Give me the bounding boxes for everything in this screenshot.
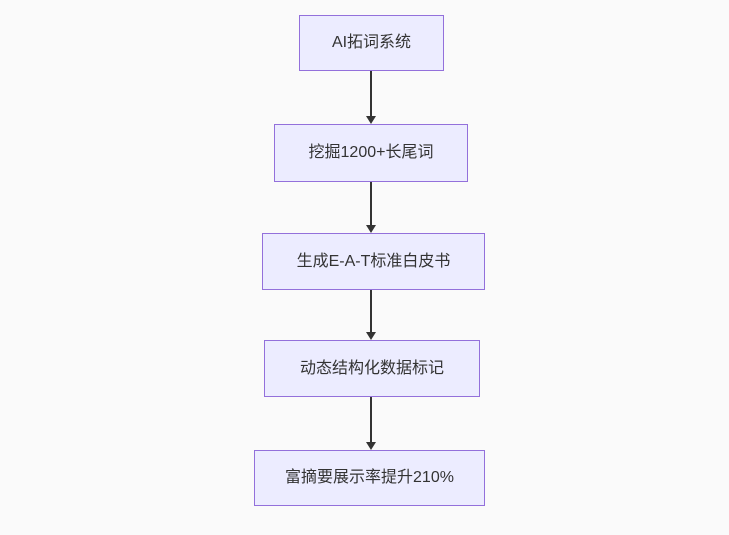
arrowhead-down-icon (366, 225, 376, 233)
arrowhead-down-icon (366, 116, 376, 124)
node-label: 富摘要展示率提升210% (285, 469, 454, 487)
arrow-line (370, 71, 372, 116)
flow-arrow (366, 397, 376, 450)
flow-arrow (366, 290, 376, 340)
node-label: 挖掘1200+长尾词 (308, 144, 434, 162)
flowchart-node-rich-snippet-result: 富摘要展示率提升210% (254, 450, 485, 506)
node-label: AI拓词系统 (331, 34, 412, 52)
flowchart-node-ai-system: AI拓词系统 (299, 15, 444, 71)
arrowhead-down-icon (366, 332, 376, 340)
node-label: 生成E-A-T标准白皮书 (296, 252, 451, 270)
flowchart-node-eat-whitepaper: 生成E-A-T标准白皮书 (262, 233, 485, 290)
node-label: 动态结构化数据标记 (299, 359, 444, 377)
flowchart-node-structured-data: 动态结构化数据标记 (264, 340, 480, 397)
flowchart-node-longtail-mining: 挖掘1200+长尾词 (274, 124, 468, 182)
arrowhead-down-icon (366, 442, 376, 450)
flow-arrow (366, 71, 376, 124)
arrow-line (370, 290, 372, 332)
arrow-line (370, 182, 372, 225)
arrow-line (370, 397, 372, 442)
flow-arrow (366, 182, 376, 233)
